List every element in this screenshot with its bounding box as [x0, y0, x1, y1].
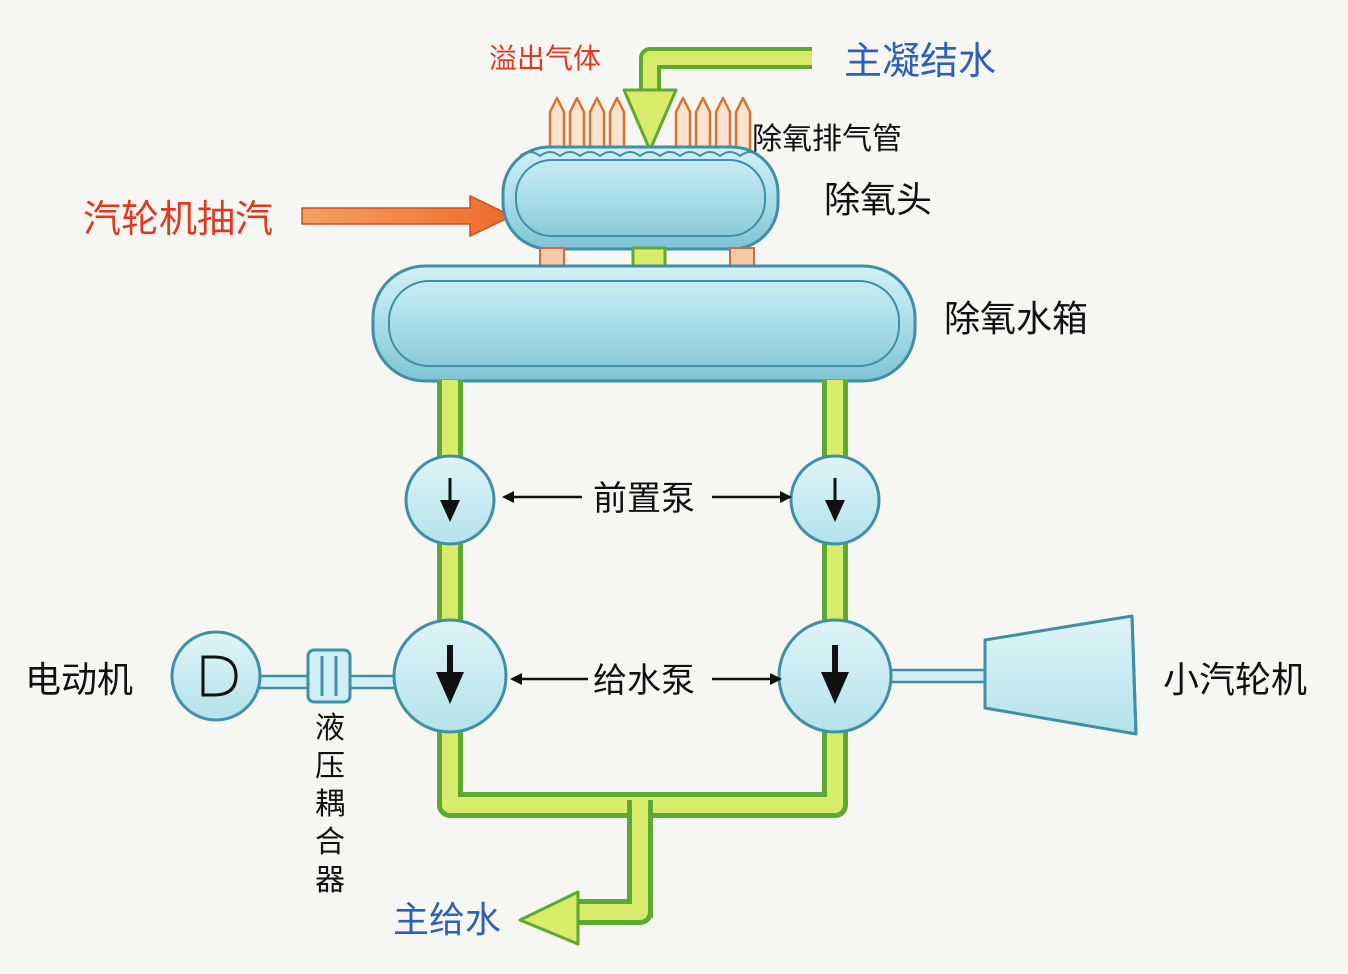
- vent-pipe-6: [694, 96, 712, 150]
- vent-pipe-8: [734, 96, 752, 150]
- overflow-gas-label: 溢出气体: [489, 42, 602, 75]
- booster-pump-label: 前置泵: [593, 479, 695, 519]
- feed-pump-left: [392, 618, 508, 734]
- feedwater-pipes: [437, 380, 848, 946]
- vent-pipe-2: [568, 96, 586, 150]
- feed-pump-label: 给水泵: [593, 661, 695, 701]
- booster-pump-left: [404, 454, 496, 546]
- vent-pipe-3: [588, 96, 606, 150]
- motor-drive: [170, 630, 402, 722]
- main-feedwater-label: 主给水: [393, 900, 502, 941]
- motor-label: 电动机: [25, 660, 134, 701]
- small-turbine-drive: [878, 614, 1138, 736]
- main-condensate-label: 主凝结水: [844, 39, 997, 83]
- vent-pipe-4: [608, 96, 626, 150]
- hydraulic-coupling-label: 液 压 耦 合 器: [315, 711, 345, 898]
- vent-pipe-5: [674, 96, 692, 150]
- main-condensate-pipe: [622, 47, 812, 152]
- vent-pipe-label: 除氧排气管: [752, 122, 902, 157]
- deaerator-head: [501, 145, 780, 251]
- deaerator-head-label: 除氧头: [824, 180, 933, 221]
- vent-pipes: [548, 96, 752, 150]
- small-turbine-label: 小汽轮机: [1163, 660, 1308, 701]
- turbine-extraction-arrow: [301, 194, 514, 238]
- vent-pipe-1: [548, 96, 566, 150]
- deaerator-tank: [371, 264, 917, 383]
- booster-pump-right: [789, 454, 881, 546]
- feed-pump-right: [777, 618, 893, 734]
- vent-pipe-7: [714, 96, 732, 150]
- deaerator-tank-label: 除氧水箱: [944, 299, 1089, 340]
- turbine-extraction-label: 汽轮机抽汽: [83, 197, 274, 241]
